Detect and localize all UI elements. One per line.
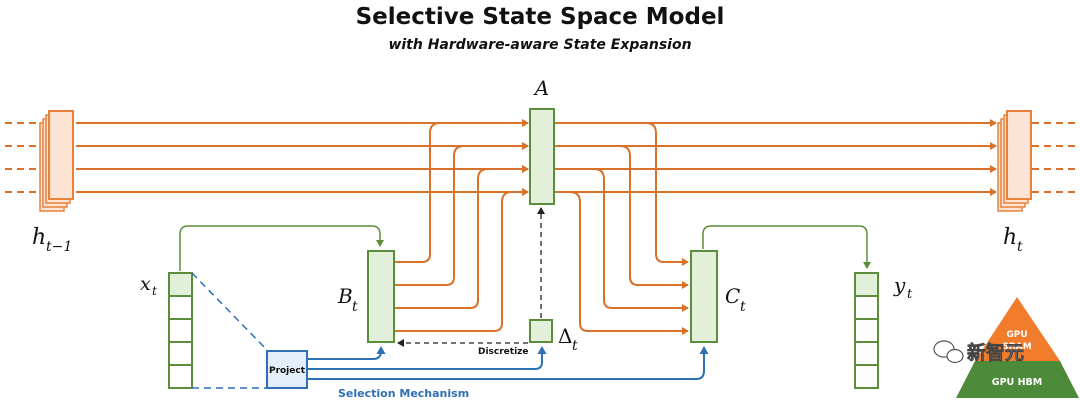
selection-mechanism-label: Selection Mechanism	[338, 387, 469, 400]
b-to-state-4	[394, 188, 529, 332]
label-y-sub: t	[907, 287, 913, 302]
label-h-prev-sub: t−1	[46, 239, 72, 255]
x-t-column	[168, 272, 193, 389]
a-matrix-block	[529, 108, 555, 205]
state-to-c-1	[554, 122, 689, 266]
pyramid-top-label: GPU	[1006, 330, 1027, 340]
selection-arrows	[307, 346, 709, 380]
h-curr-block	[997, 110, 1032, 212]
diagram-title: Selective State Space Model	[356, 4, 725, 30]
label-a: A	[533, 76, 549, 100]
b-to-state-1	[394, 119, 529, 263]
x-to-b-arrow	[179, 225, 384, 271]
pyramid-top	[975, 297, 1060, 361]
label-c-sub: t	[740, 299, 746, 315]
y-t-column	[854, 272, 879, 389]
state-to-c-3	[554, 168, 689, 312]
pyramid-top-sub-label: SRAM	[1002, 342, 1031, 352]
label-delta-sub: t	[572, 338, 578, 354]
diagram-subtitle: with Hardware-aware State Expansion	[388, 37, 691, 53]
b-t-block	[367, 250, 395, 343]
label-c: C	[725, 284, 740, 308]
label-x: x	[140, 273, 151, 295]
h-prev-block	[39, 110, 74, 212]
label-h-curr: h	[1003, 225, 1017, 250]
discretize-label: Discretize	[478, 347, 529, 357]
watermark-text: 新智元	[967, 341, 1024, 364]
project-to-b	[307, 346, 386, 360]
project-to-delta	[307, 346, 547, 370]
state-lines	[5, 119, 1077, 335]
wechat-icon	[933, 340, 964, 364]
label-h-curr-sub: t	[1017, 239, 1023, 255]
c-t-block	[690, 250, 718, 343]
delta-block	[529, 319, 553, 343]
label-y: y	[893, 273, 906, 297]
state-to-c-2	[554, 145, 689, 289]
b-to-state-3	[394, 165, 529, 309]
state-to-c-4	[554, 191, 689, 335]
label-b: B	[337, 284, 353, 308]
project-box	[266, 350, 308, 389]
memory-pyramid: GPU SRAM GPU HBM	[956, 297, 1079, 398]
project-to-c	[307, 346, 709, 380]
watermark: 新智元	[933, 340, 1024, 364]
label-b-sub: t	[352, 299, 358, 315]
label-x-sub: t	[152, 284, 157, 298]
b-to-state-2	[394, 142, 529, 286]
project-label: Project	[269, 366, 306, 376]
pyramid-bottom-label: GPU HBM	[992, 377, 1042, 388]
c-to-y-arrow	[702, 225, 871, 269]
label-delta: Δ	[558, 324, 572, 348]
pyramid-bottom	[956, 361, 1079, 398]
label-h-prev: h	[32, 225, 46, 250]
x-to-project-top	[191, 272, 268, 351]
